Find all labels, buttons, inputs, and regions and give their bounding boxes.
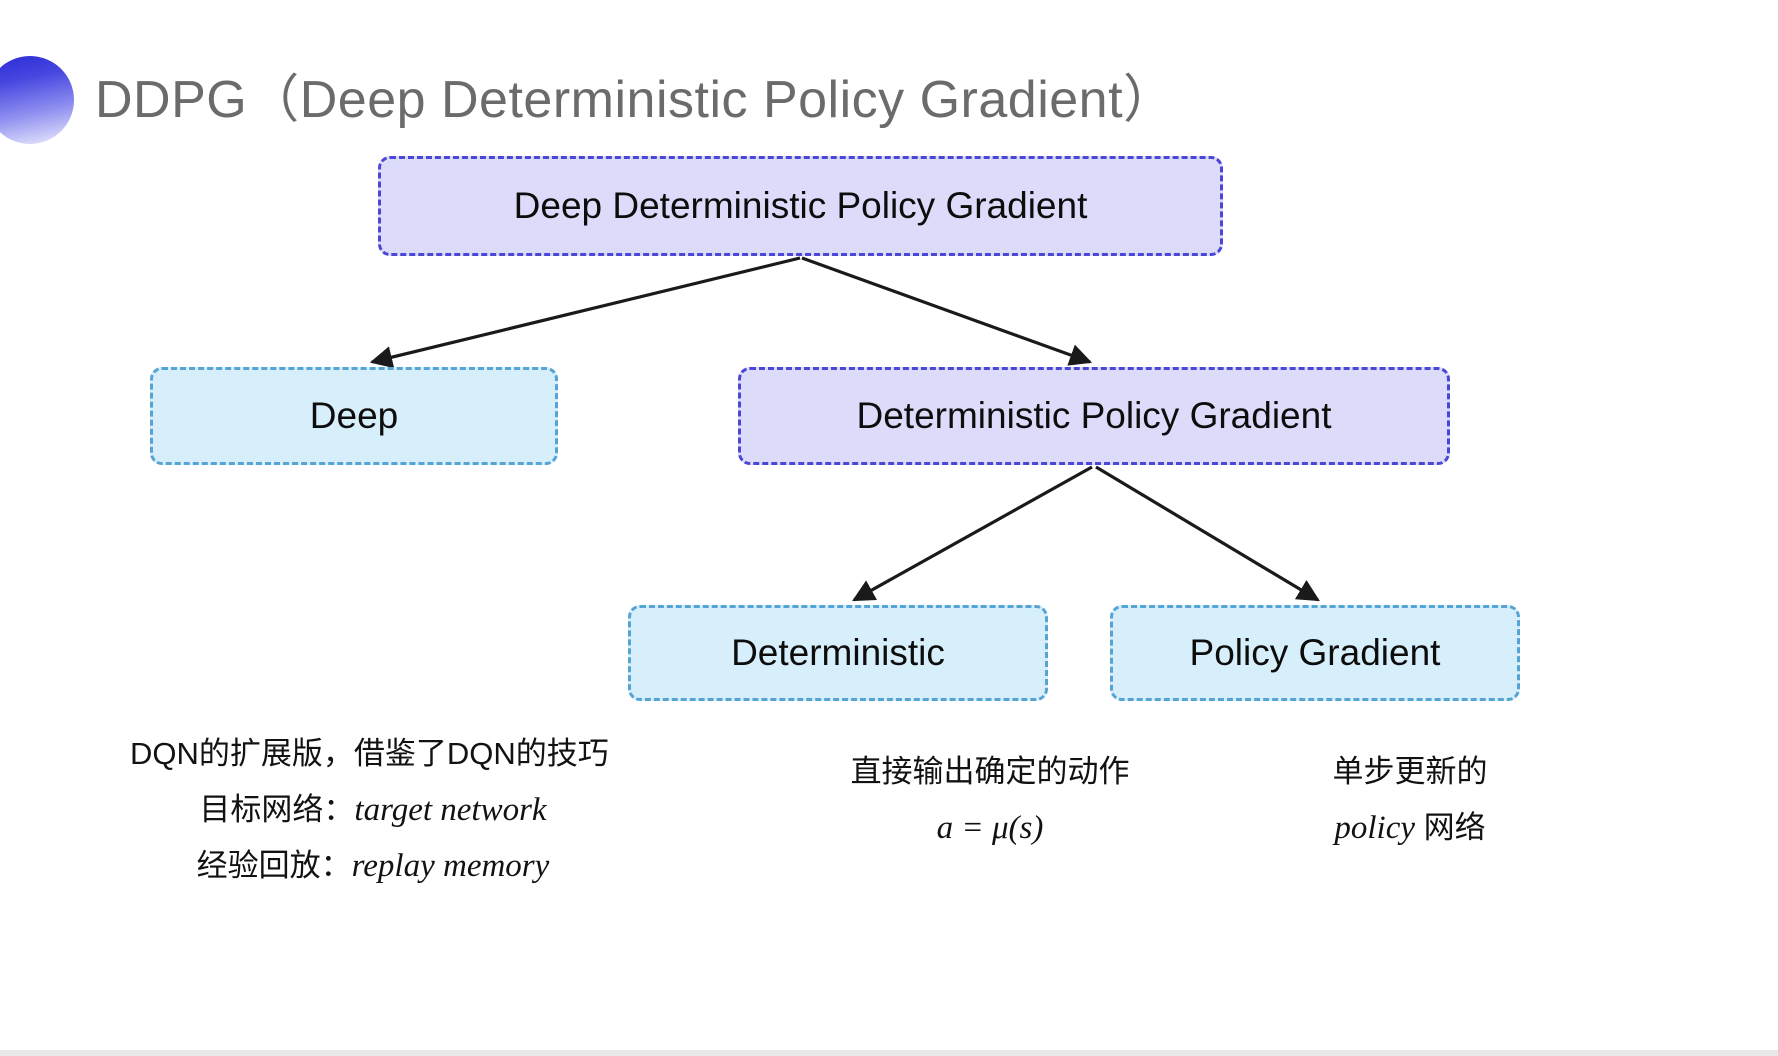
node-label: Policy Gradient (1189, 632, 1441, 673)
annotation-deterministic: 直接输出确定的动作 a = μ(s) (700, 744, 1280, 856)
node-deterministic-policy-gradient[interactable]: Deterministic Policy Gradient (738, 367, 1450, 465)
annotation-deep-line2: 目标网络：target network (130, 782, 590, 838)
node-deep[interactable]: Deep (150, 367, 558, 465)
node-label: Deterministic (731, 632, 945, 673)
annotation-deep-line1: DQN的扩展版，借鉴了DQN的技巧 (130, 736, 609, 771)
annotation-deep-line3: 经验回放：replay memory (130, 838, 590, 894)
annotation-deterministic-formula: a = μ(s) (936, 810, 1044, 846)
annotation-policy-gradient-suffix: 网络 (1415, 810, 1486, 845)
annotation-policy-gradient-term: policy (1334, 810, 1415, 846)
annotation-deep: DQN的扩展版，借鉴了DQN的技巧 目标网络：target network 经验… (130, 726, 609, 894)
node-label: Deep (309, 395, 399, 436)
edge-dpg-to-policy-gradient (1095, 465, 1320, 602)
edge-dpg-to-deterministic (852, 465, 1093, 602)
annotation-deterministic-line1: 直接输出确定的动作 (850, 754, 1130, 789)
edge-root-to-dpg (801, 256, 1093, 366)
edge-root-to-deep (369, 256, 801, 369)
annotation-deep-line3-label: 经验回放： (196, 848, 352, 883)
annotation-policy-gradient-line1: 单步更新的 (1332, 754, 1488, 789)
annotation-policy-gradient-line2: policy 网络 (1160, 800, 1660, 856)
slide-bottom-rule (0, 1050, 1778, 1056)
annotation-policy-gradient: 单步更新的 policy 网络 (1160, 744, 1660, 856)
annotation-deep-line3-term: replay memory (351, 848, 550, 884)
node-label: Deep Deterministic Policy Gradient (513, 185, 1088, 226)
annotation-deep-line2-term: target network (354, 792, 547, 828)
node-deep-deterministic-policy-gradient[interactable]: Deep Deterministic Policy Gradient (378, 156, 1223, 256)
node-deterministic[interactable]: Deterministic (628, 605, 1048, 701)
node-label: Deterministic Policy Gradient (856, 395, 1332, 436)
node-policy-gradient[interactable]: Policy Gradient (1110, 605, 1520, 701)
annotation-deep-line2-label: 目标网络： (199, 792, 355, 827)
gradient-circle-bullet-icon (0, 56, 74, 144)
page-title: DDPG（Deep Deterministic Policy Gradient） (95, 71, 1176, 129)
